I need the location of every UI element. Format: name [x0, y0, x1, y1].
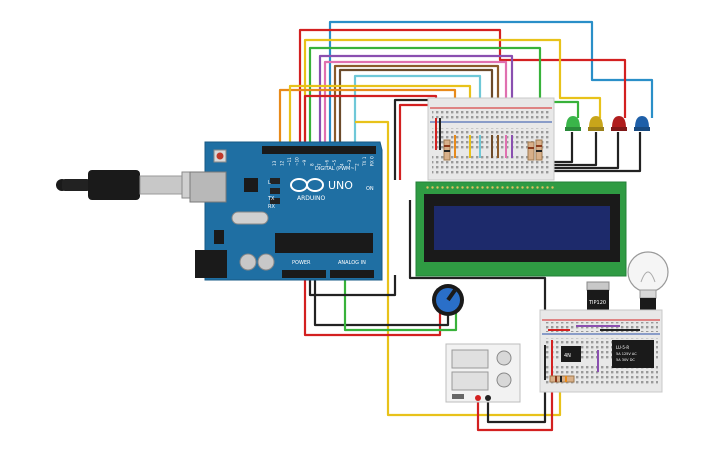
tip120-label: TIP120 [588, 300, 606, 306]
capacitor [257, 253, 275, 271]
wire-yellow-led [303, 38, 602, 150]
digital-pin-label: 2 [355, 163, 360, 166]
supply-display-2 [451, 371, 489, 391]
l-label: L [268, 180, 271, 186]
resistor [535, 139, 543, 161]
analog-label: ANALOG IN [338, 260, 366, 266]
digital-pin-label: TX 1 [362, 156, 367, 167]
digital-pin-label: ~9 [302, 159, 307, 166]
potentiometer-icon[interactable] [432, 284, 464, 316]
led-blue[interactable] [634, 116, 650, 131]
digital-pin-label: 12 [280, 160, 285, 166]
power-label: POWER [292, 260, 311, 266]
tx-label: TX [267, 196, 275, 202]
wire-purple-top [318, 54, 514, 150]
wire-red-right [398, 103, 436, 180]
resistor [549, 375, 575, 383]
wire-black-gnd [308, 275, 397, 297]
digital-pin-label: 8 [310, 163, 315, 166]
usb-port [189, 171, 227, 203]
power-header-strip [282, 270, 326, 278]
wire-green-led [308, 46, 580, 150]
microcontroller-chip [275, 233, 373, 253]
digital-pin-label: RX 0 [370, 156, 375, 166]
arduino-logo-icon [290, 178, 324, 192]
lcd-display [415, 181, 627, 277]
relay-label-1: LU-5-R [616, 345, 629, 350]
wire-led-black4 [535, 132, 642, 173]
digital-pin-label: ~6 [325, 159, 330, 166]
supply-terminal-positive[interactable] [475, 395, 481, 401]
arduino-board[interactable]: ARDUINO UNO DIGITAL (PWM~) POWER ANALOG … [189, 141, 383, 281]
optocoupler-chip: 4N [561, 346, 581, 362]
digital-pin-label: 13 [272, 160, 277, 166]
led-green[interactable] [565, 116, 581, 131]
crystal [231, 211, 269, 225]
capacitor [239, 253, 257, 271]
wire-red-supply [476, 380, 554, 432]
wire-black-pot [313, 275, 450, 327]
power-supply-icon [445, 343, 521, 403]
supply-knob-1[interactable] [496, 350, 512, 366]
digital-pin-label: 4 [340, 163, 345, 166]
on-label: ON [366, 186, 374, 192]
digital-header-label: DIGITAL (PWM~) [315, 166, 357, 172]
supply-knob-2[interactable] [496, 372, 512, 388]
supply-display-1 [451, 349, 489, 369]
wire-black-lcd [408, 200, 547, 310]
tip120-transistor: TIP120 [586, 281, 610, 322]
optocoupler-label: 4N [564, 353, 571, 359]
digital-pin-label: ~10 [295, 157, 300, 166]
breadboard-bottom: 4N LU-5-R 5A 125V AC 5A 30V DC [539, 309, 663, 393]
resistor [443, 139, 451, 161]
supply-terminal-negative[interactable] [485, 395, 491, 401]
breadboard-top [427, 97, 555, 181]
power-jack [195, 250, 227, 278]
wire-red-led [298, 28, 627, 150]
arduino-logo-text: ARDUINO [297, 195, 326, 202]
digital-header [262, 146, 376, 154]
digital-pin-label: ~5 [332, 159, 337, 166]
digital-pin-label: ~11 [287, 157, 292, 166]
wire-green-pot [343, 275, 458, 332]
relay: LU-5-R 5A 125V AC 5A 30V DC [612, 340, 654, 368]
arduino-model: UNO [328, 179, 353, 192]
resistor [527, 141, 535, 161]
wire-black-supply [486, 380, 547, 424]
wire-led-black3 [530, 132, 620, 170]
led-red[interactable] [611, 116, 627, 131]
relay-label-2: 5A 125V AC [616, 352, 637, 356]
wire-blue-led [328, 20, 654, 150]
supply-switch[interactable] [452, 394, 464, 399]
relay-label-3: 5A 30V DC [616, 358, 635, 362]
digital-pin-label: ~3 [347, 159, 352, 166]
wire-yellow-bottom [355, 120, 562, 417]
rx-label: RX [268, 204, 275, 210]
analog-header-strip [330, 270, 374, 278]
lcd-screen [434, 206, 610, 250]
digital-pin-label: 7 [317, 163, 322, 166]
led-yellow[interactable] [588, 116, 604, 131]
usb-cable-icon [56, 170, 213, 200]
wire-red-pot [303, 275, 442, 337]
